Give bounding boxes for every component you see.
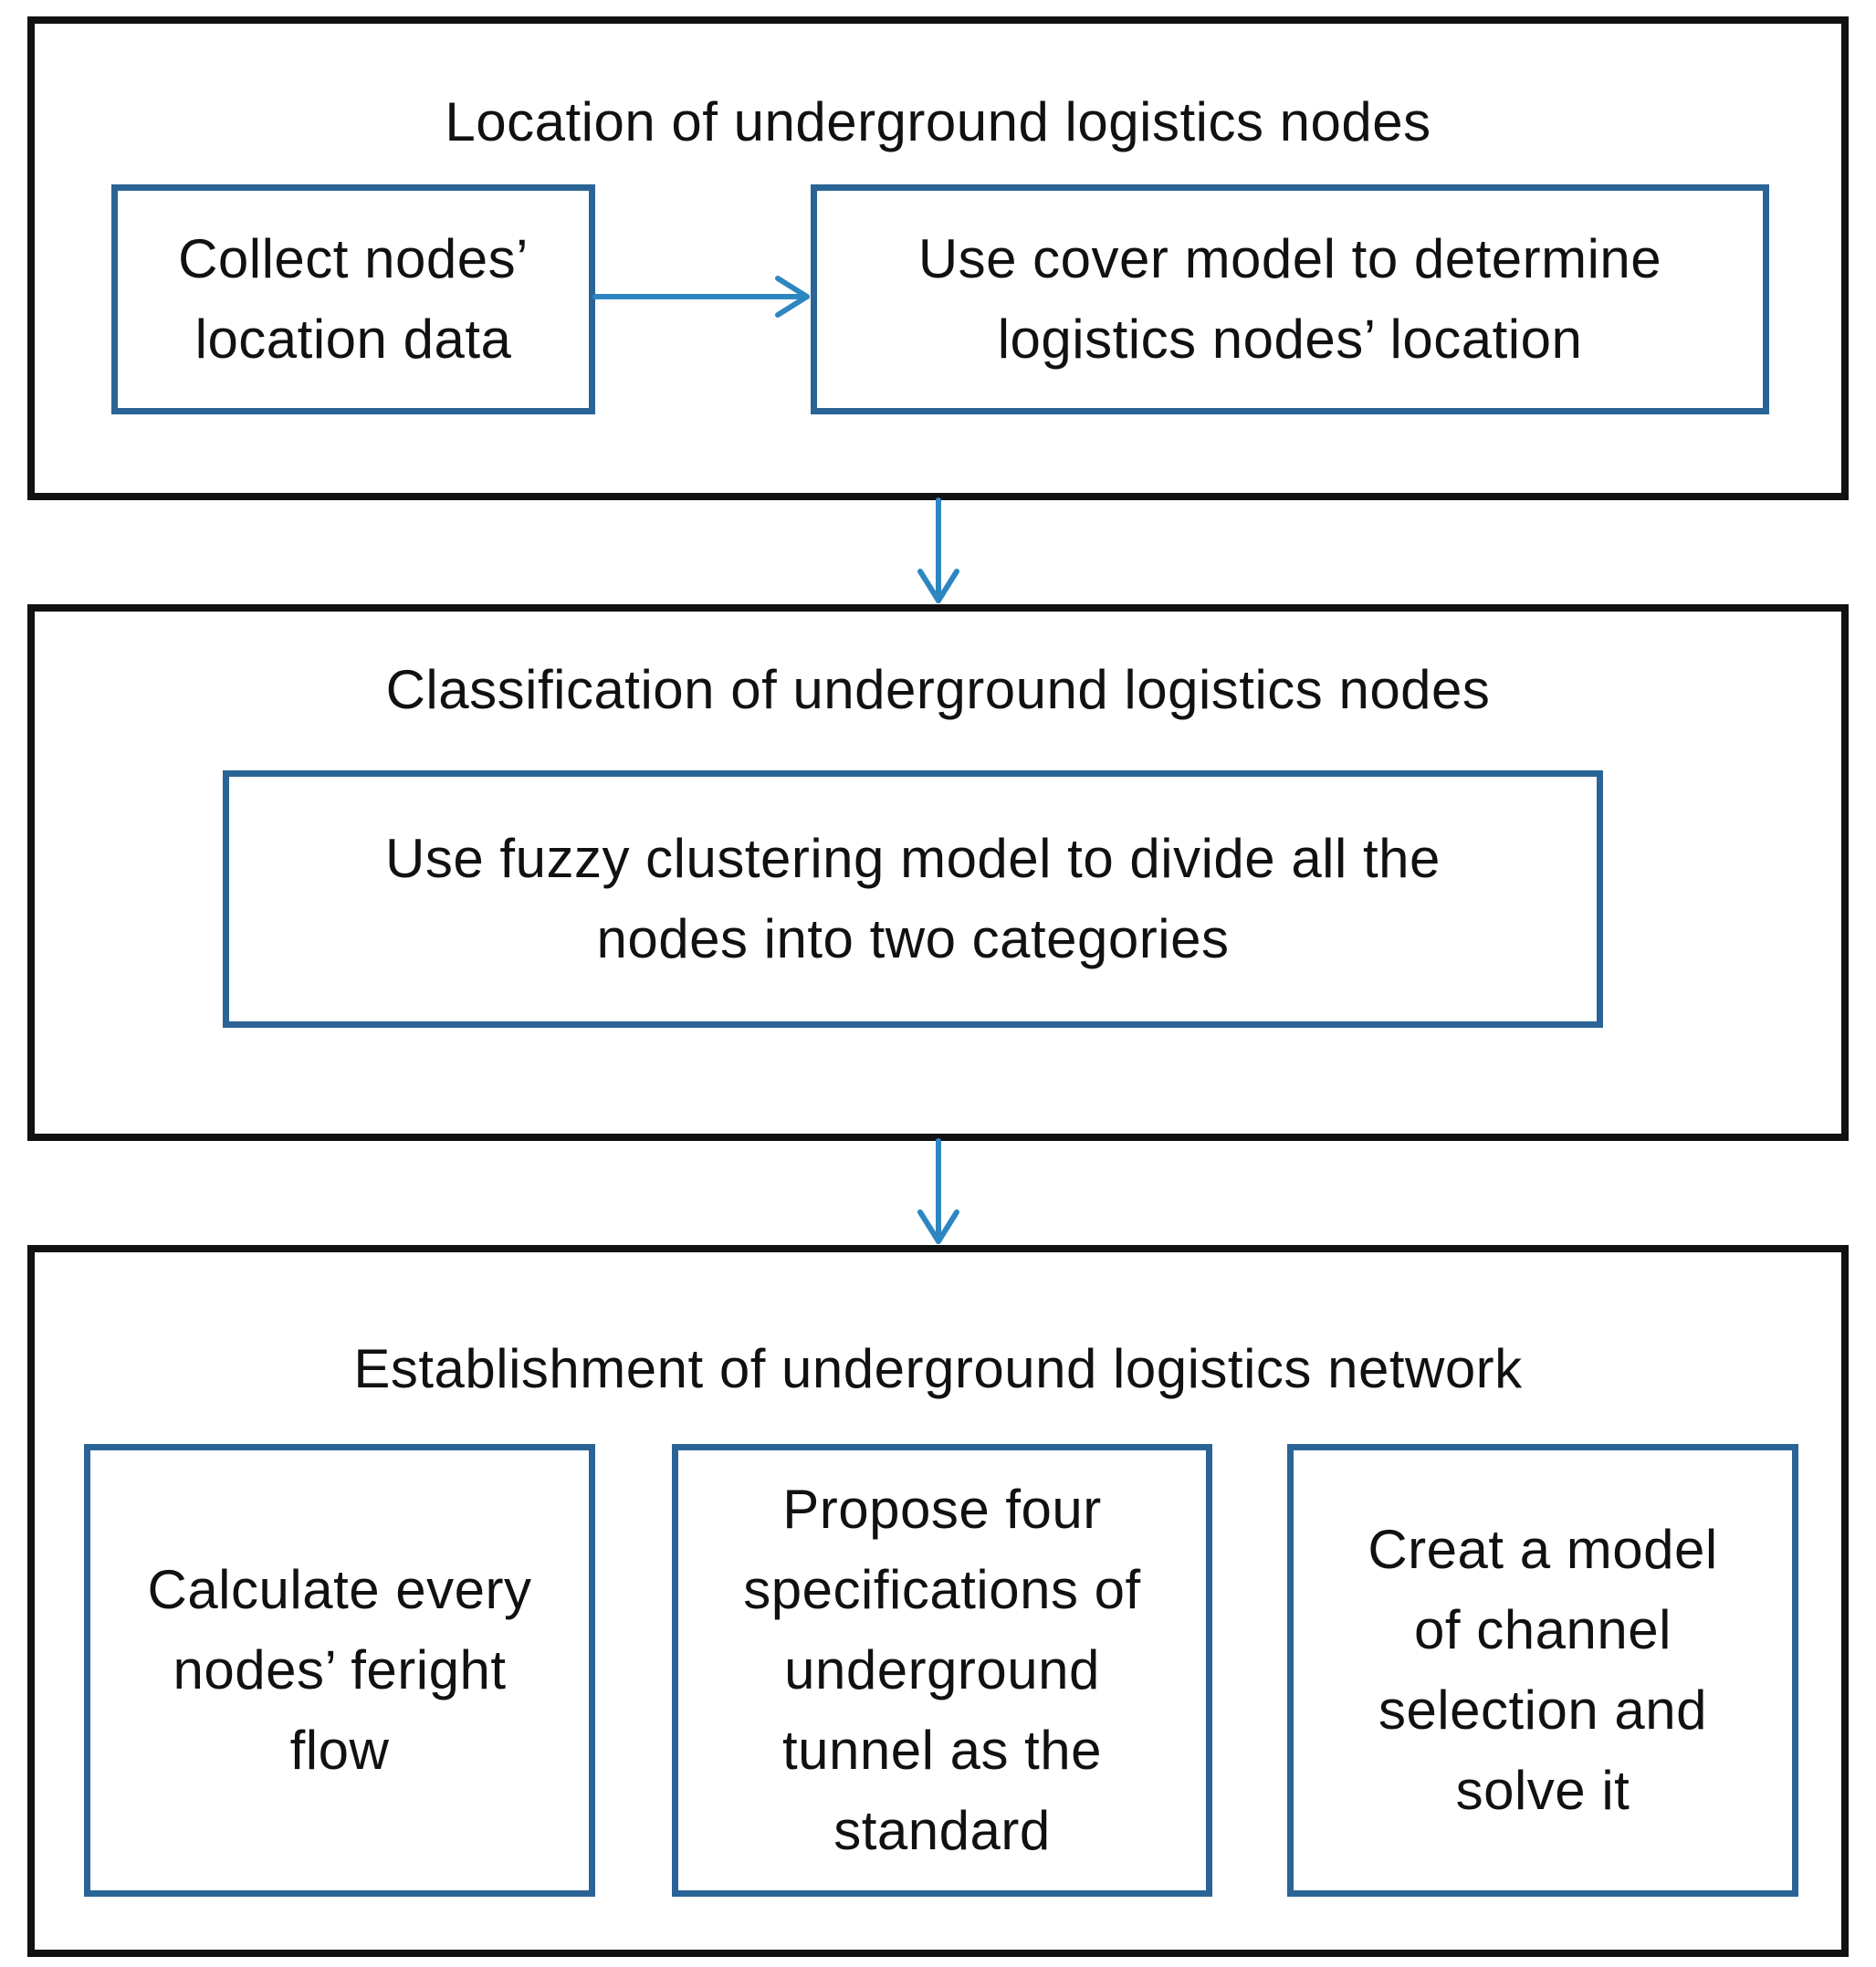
arrow-classification-to-establishment [917, 1138, 959, 1244]
stage-location-title: Location of underground logistics nodes [445, 91, 1431, 152]
step-fuzzy-clustering-label: Use fuzzy clustering model to divide all… [385, 828, 1441, 969]
step-collect-location-data-label: Collect nodes’ location data [178, 228, 529, 370]
step-channel-selection-model: Creat a model of channel selection and s… [1287, 1444, 1798, 1897]
step-calculate-freight-flow-label: Calculate every nodes’ feright flow [147, 1559, 532, 1781]
step-cover-model: Use cover model to determine logistics n… [811, 184, 1769, 414]
step-collect-location-data: Collect nodes’ location data [111, 184, 595, 414]
stage-classification-title: Classification of underground logistics … [385, 659, 1491, 720]
step-tunnel-specifications-label: Propose four specifications of undergrou… [743, 1479, 1141, 1861]
step-calculate-freight-flow: Calculate every nodes’ feright flow [84, 1444, 595, 1897]
step-tunnel-specifications: Propose four specifications of undergrou… [672, 1444, 1212, 1897]
step-channel-selection-model-label: Creat a model of channel selection and s… [1368, 1519, 1718, 1821]
stage-establishment-title: Establishment of underground logistics n… [353, 1338, 1523, 1399]
step-cover-model-label: Use cover model to determine logistics n… [917, 228, 1662, 370]
step-fuzzy-clustering: Use fuzzy clustering model to divide all… [223, 770, 1603, 1028]
arrow-location-to-classification [917, 497, 959, 603]
